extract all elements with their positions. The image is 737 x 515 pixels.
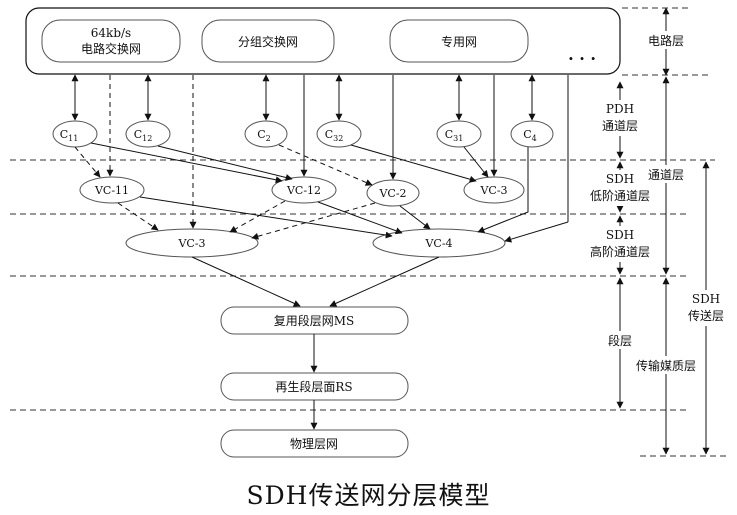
svg-text:C2: C2 — [257, 128, 271, 143]
circuit-switching-rate: 64kb/s — [91, 26, 131, 40]
label-section-layer: 段层 — [608, 333, 632, 348]
svg-text:物理层网: 物理层网 — [290, 437, 338, 451]
label-transport-layer: 传送层 — [688, 308, 724, 323]
label-sdh-low: SDH — [606, 172, 634, 186]
label-pdh-channel: 通道层 — [602, 119, 638, 133]
node-vc3-high: VC-3 — [125, 228, 259, 258]
svg-text:C32: C32 — [325, 128, 344, 143]
multiplex-section-box: 复用段层网MS — [220, 306, 409, 335]
label-sdh-low-channel: 低阶通道层 — [590, 189, 650, 203]
regenerator-section-box: 再生段层面RS — [220, 372, 409, 401]
connections — [71, 74, 569, 430]
node-c12: C12 — [125, 120, 171, 148]
svg-text:C11: C11 — [60, 128, 79, 143]
node-vc4: VC-4 — [372, 228, 506, 258]
figure-caption: SDH传送网分层模型 — [246, 481, 491, 510]
packet-switching-label: 分组交换网 — [238, 34, 298, 49]
svg-text:再生段层面RS: 再生段层面RS — [275, 379, 352, 394]
svg-text:VC-12: VC-12 — [286, 184, 321, 197]
node-vc2: VC-2 — [366, 179, 420, 207]
node-c31: C31 — [436, 120, 482, 148]
label-circuit-layer: 电路层 — [648, 33, 684, 48]
node-c2: C2 — [244, 120, 288, 148]
label-pdh: PDH — [606, 102, 634, 116]
circuit-switching-label: 电路交换网 — [81, 41, 141, 56]
label-medium-layer: 传输媒质层 — [636, 358, 696, 373]
node-vc3-low: VC-3 — [463, 176, 525, 204]
private-network-label: 专用网 — [441, 34, 477, 49]
label-sdh-high-channel: 高阶通道层 — [590, 244, 650, 259]
packet-switching-box: 分组交换网 — [201, 19, 335, 63]
physical-layer-box: 物理层网 — [220, 429, 409, 458]
circuit-switching-box: 64kb/s 电路交换网 — [41, 19, 181, 63]
more-networks-ellipsis: . . . — [568, 45, 596, 64]
svg-text:VC-4: VC-4 — [424, 237, 452, 250]
svg-text:C12: C12 — [134, 128, 153, 143]
node-c4: C4 — [510, 120, 554, 148]
svg-text:复用段层网MS: 复用段层网MS — [274, 313, 355, 328]
label-sdh-transport: SDH — [692, 292, 720, 306]
svg-text:C31: C31 — [445, 128, 464, 143]
svg-text:VC-11: VC-11 — [94, 184, 129, 197]
label-sdh-high: SDH — [606, 228, 634, 242]
layer-labels: 电路层 PDH 通道层 SDH 低阶通道层 SDH 高阶通道层 通道层 段层 传… — [582, 31, 728, 374]
node-vc11: VC-11 — [79, 176, 145, 204]
private-network-box: 专用网 — [389, 19, 529, 63]
node-vc12: VC-12 — [271, 176, 337, 204]
svg-text:VC-3: VC-3 — [479, 184, 507, 197]
node-c11: C11 — [52, 120, 98, 148]
svg-text:VC-3: VC-3 — [177, 237, 205, 250]
svg-text:C4: C4 — [523, 128, 537, 143]
svg-text:VC-2: VC-2 — [378, 187, 406, 200]
node-c32: C32 — [316, 120, 362, 148]
label-channel-layer: 通道层 — [648, 168, 684, 182]
